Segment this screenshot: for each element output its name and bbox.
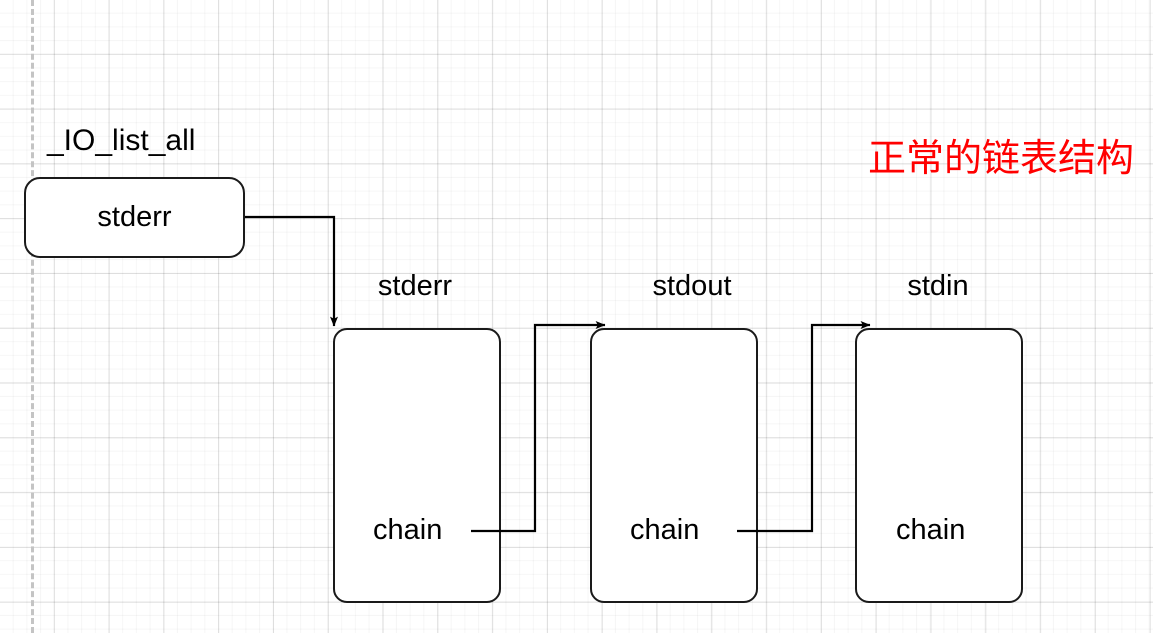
io-list-all-label: _IO_list_all bbox=[47, 124, 196, 157]
node-header-stdin: stdin bbox=[907, 270, 969, 302]
head-node-label: stderr bbox=[97, 201, 172, 233]
node-box-stdout[interactable] bbox=[590, 328, 758, 603]
node-header-stdout: stdout bbox=[652, 270, 732, 302]
head-node-box[interactable] bbox=[24, 177, 245, 258]
chain-field-stdout: chain bbox=[630, 514, 700, 546]
node-box-stderr[interactable] bbox=[333, 328, 501, 603]
vertical-guide-line bbox=[31, 0, 34, 633]
chain-field-stdin: chain bbox=[896, 514, 966, 546]
node-box-stdin[interactable] bbox=[855, 328, 1023, 603]
node-header-stderr: stderr bbox=[377, 270, 453, 302]
annotation-text: 正常的链表结构 bbox=[868, 136, 1135, 180]
edge-head-to-stderr bbox=[245, 215, 338, 327]
chain-field-stderr: chain bbox=[373, 514, 443, 546]
